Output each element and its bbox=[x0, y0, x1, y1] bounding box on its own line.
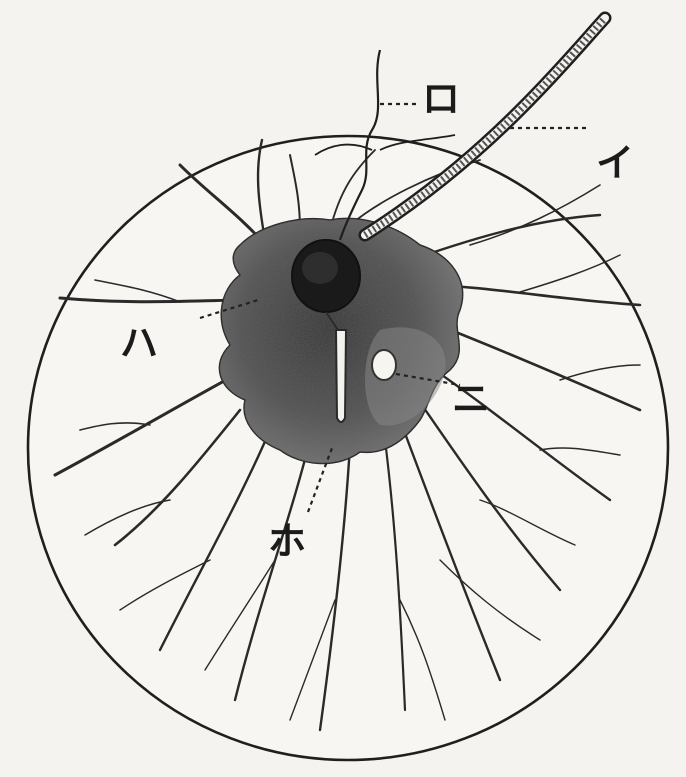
label-ni: ニ bbox=[452, 376, 490, 421]
vacuole bbox=[372, 350, 396, 380]
label-i: イ bbox=[596, 140, 634, 185]
label-ha: ハ bbox=[120, 320, 158, 365]
label-ho: ホ bbox=[268, 518, 306, 563]
central-rod bbox=[336, 330, 346, 422]
label-ro: ロ bbox=[422, 76, 460, 121]
